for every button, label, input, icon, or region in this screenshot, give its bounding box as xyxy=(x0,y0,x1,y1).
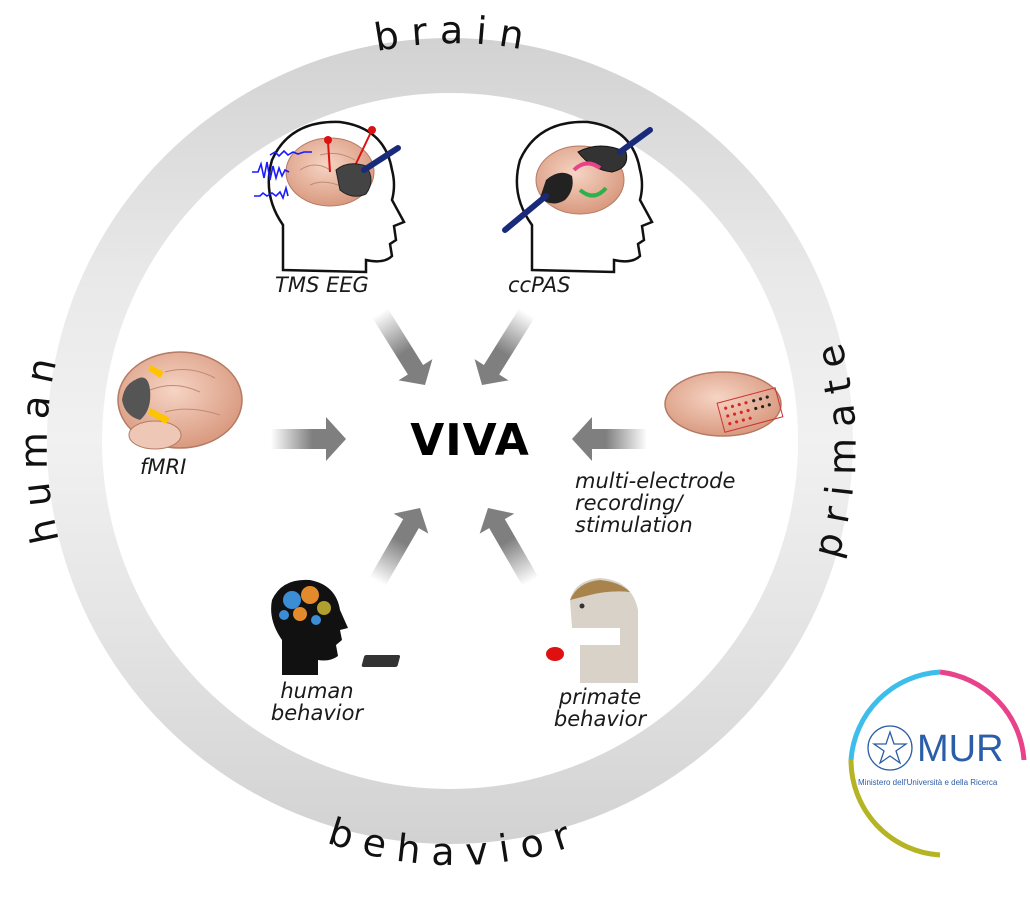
mur-arc-olive xyxy=(848,759,941,858)
node-label-line: recording/ xyxy=(575,491,683,515)
node-label-line: multi-electrode xyxy=(575,469,736,493)
arrow-from-fmri xyxy=(271,417,346,461)
node-label-line: primate xyxy=(558,685,642,709)
mur-arc-blue xyxy=(848,669,941,761)
arrow-from-primate-behavior xyxy=(479,508,539,587)
node-label-line: human xyxy=(280,679,354,703)
arrow-from-multi-electrode xyxy=(572,417,647,461)
node-label-fmri: fMRI xyxy=(140,455,187,479)
node-label-line: behavior xyxy=(270,701,364,725)
center-title-viva: VIVA xyxy=(410,415,530,466)
node-label-human-behavior: human behavior xyxy=(252,680,382,724)
ccpas-icon xyxy=(502,120,654,274)
mur-logo-subtitle: Ministero dell'Università e della Ricerc… xyxy=(858,778,998,787)
arrow-from-tms-eeg xyxy=(372,308,433,385)
human-behavior-icon xyxy=(271,579,348,675)
node-label-tms-eeg: TMS EEG xyxy=(275,273,369,297)
multi-electrode-icon xyxy=(664,371,784,437)
ring-label-brain: brain xyxy=(371,8,539,60)
mur-logo xyxy=(848,669,1027,858)
node-label-multi-electrode: multi-electrode recording/ stimulation xyxy=(575,470,735,536)
node-label-ccpas: ccPAS xyxy=(508,273,571,297)
italian-emblem-icon xyxy=(867,725,913,771)
arrows xyxy=(271,308,647,587)
ring-label-human: human xyxy=(12,342,68,547)
arrow-from-human-behavior xyxy=(369,508,429,587)
fmri-icon xyxy=(117,351,243,450)
arrow-from-ccpas xyxy=(474,308,535,385)
mur-arc-pink xyxy=(939,669,1027,761)
tms-eeg-icon xyxy=(252,120,406,274)
mur-logo-text: MUR xyxy=(917,728,1004,770)
node-label-line: stimulation xyxy=(575,513,693,537)
primate-behavior-icon xyxy=(361,578,638,683)
node-label-line: behavior xyxy=(553,707,647,731)
node-label-primate-behavior: primate behavior xyxy=(540,686,660,730)
